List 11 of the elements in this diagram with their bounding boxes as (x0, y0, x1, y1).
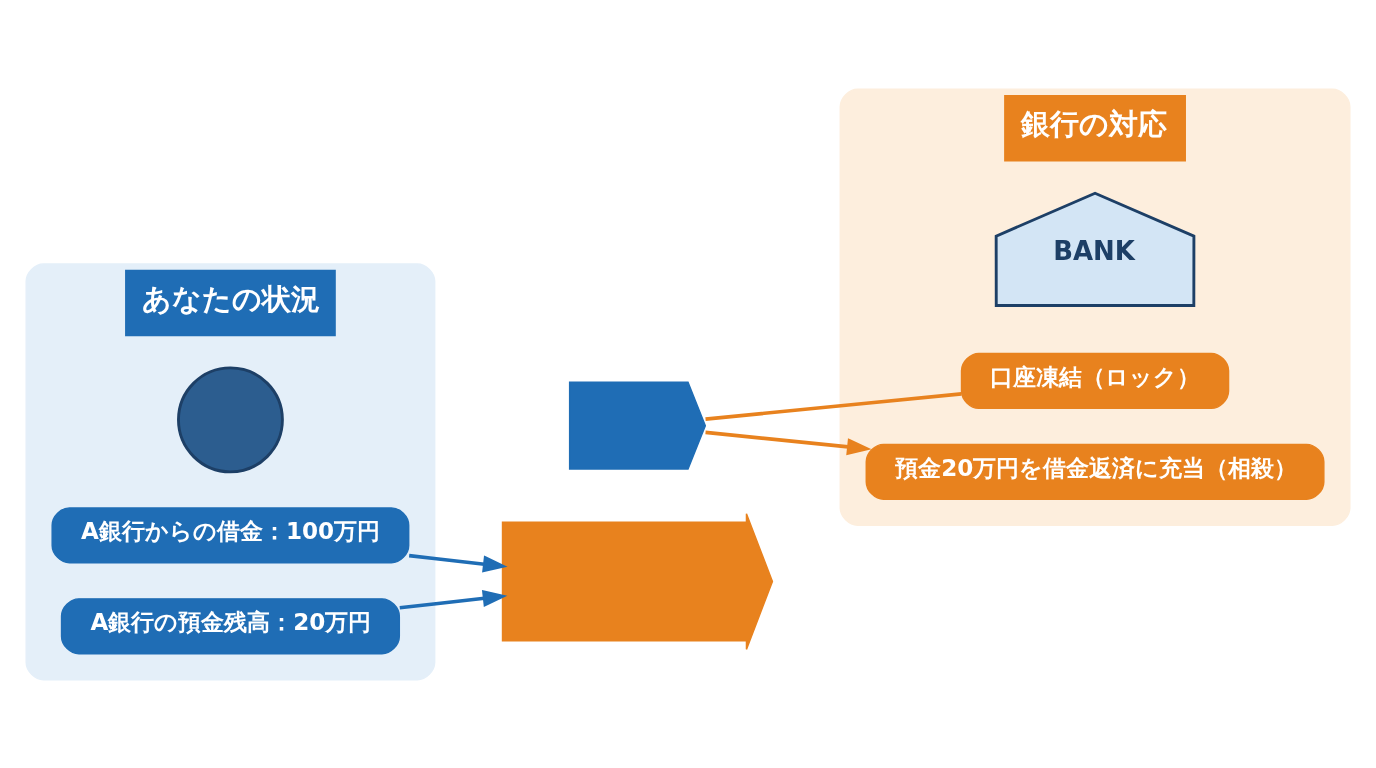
node-person (177, 365, 284, 473)
node-arrow (501, 512, 774, 650)
arrow (408, 553, 508, 573)
connector (705, 391, 962, 421)
arrow (705, 430, 872, 455)
node-box: 預金20万円を借金返済に充当（相殺） (865, 443, 1325, 500)
arrow (399, 589, 508, 609)
node-box: A銀行の預金残高：20万円 (60, 597, 401, 654)
node-box: A銀行からの借金：100万円 (51, 506, 410, 563)
node-box: 口座凍結（ロック） (960, 352, 1230, 409)
node-chevron (568, 381, 707, 470)
